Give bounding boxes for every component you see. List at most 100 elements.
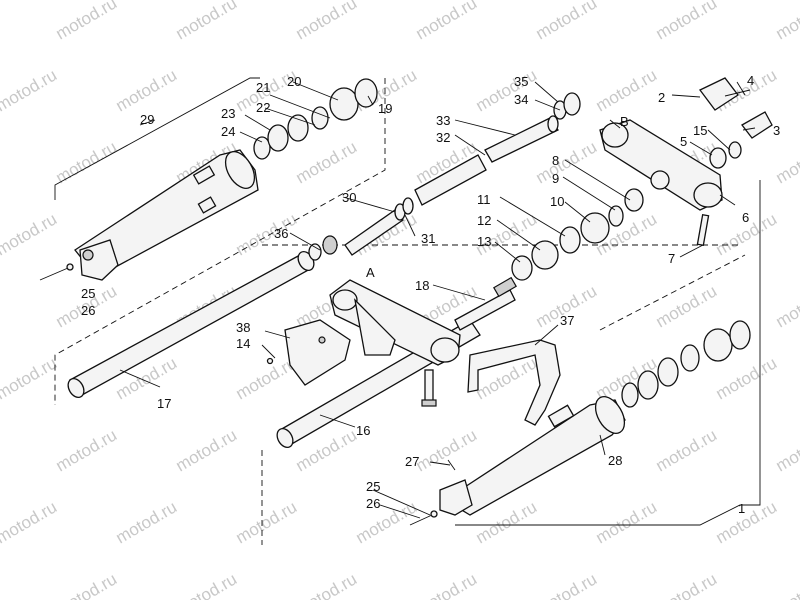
label-4: 4	[747, 73, 754, 88]
bearing-stack	[511, 188, 644, 281]
assembly-outlines	[54, 78, 746, 545]
part-labels: 1 2 3 4 5 6 7 8 9 10 11 12 13 14 15 16 1…	[81, 73, 780, 516]
label-12: 12	[477, 213, 491, 228]
label-A: A	[366, 265, 375, 280]
watermark-text: motod.ru	[0, 65, 60, 115]
label-24: 24	[221, 124, 235, 139]
right-seal-stack	[621, 320, 751, 408]
upper-crown-b	[599, 119, 723, 211]
watermark-text: motod.ru	[413, 425, 481, 475]
leader-lines	[119, 81, 756, 519]
watermark-text: motod.ru	[293, 0, 361, 43]
watermark-text: motod.ru	[413, 0, 481, 43]
label-15: 15	[693, 123, 707, 138]
top-nut	[553, 92, 581, 120]
bracket-lines	[54, 77, 761, 526]
watermark-text: motod.ru	[773, 281, 800, 331]
label-31: 31	[421, 231, 435, 246]
left-seal-stack	[253, 78, 378, 160]
watermark-text: motod.ru	[53, 0, 121, 43]
label-23: 23	[221, 106, 235, 121]
watermark-text: motod.ru	[593, 65, 661, 115]
bolt-lower	[421, 369, 437, 407]
label-28: 28	[608, 453, 622, 468]
label-26-right: 26	[366, 496, 380, 511]
label-6: 6	[742, 210, 749, 225]
watermark-text: motod.ru	[353, 497, 421, 547]
bracket-37	[467, 339, 561, 426]
label-20: 20	[287, 74, 301, 89]
small-fasteners	[39, 263, 456, 526]
watermark-text: motod.ru	[0, 209, 60, 259]
watermark-text: motod.ru	[0, 353, 60, 403]
label-22: 22	[256, 100, 270, 115]
label-19: 19	[378, 101, 392, 116]
label-25-left: 25	[81, 286, 95, 301]
watermark-text: motod.ru	[653, 281, 721, 331]
watermark-text: motod.ru	[773, 425, 800, 475]
label-5: 5	[680, 134, 687, 149]
label-35: 35	[514, 74, 528, 89]
watermark-text: motod.ru	[593, 497, 661, 547]
label-37: 37	[560, 313, 574, 328]
watermark-text: motod.ru	[173, 0, 241, 43]
watermark-text: motod.ru	[773, 0, 800, 43]
label-8: 8	[552, 153, 559, 168]
watermark-text: motod.ru	[413, 569, 481, 600]
label-3: 3	[773, 123, 780, 138]
damper-rod	[308, 115, 559, 261]
watermark-text: motod.ru	[173, 425, 241, 475]
watermark-text: motod.ru	[293, 569, 361, 600]
label-38: 38	[236, 320, 250, 335]
watermark-text: motod.ru	[53, 425, 121, 475]
watermark-text: motod.ru	[773, 137, 800, 187]
label-27: 27	[405, 454, 419, 469]
bracket-38	[284, 319, 351, 386]
watermark-text: motod.ru	[113, 497, 181, 547]
label-7: 7	[668, 251, 675, 266]
label-30: 30	[342, 190, 356, 205]
label-14: 14	[236, 336, 250, 351]
label-34: 34	[514, 92, 528, 107]
watermark-text: motod.ru	[233, 209, 301, 259]
watermark-text: motod.ru	[773, 569, 800, 600]
label-21: 21	[256, 80, 270, 95]
label-32: 32	[436, 130, 450, 145]
label-B: B	[620, 114, 629, 129]
watermark-text: motod.ru	[293, 137, 361, 187]
label-2: 2	[658, 90, 665, 105]
watermark-text: motod.ru	[473, 65, 541, 115]
label-16: 16	[356, 423, 370, 438]
watermark-text: motod.ru	[533, 137, 601, 187]
label-17: 17	[157, 396, 171, 411]
watermark-text: motod.ru	[53, 569, 121, 600]
label-25-right: 25	[366, 479, 380, 494]
watermark-text: motod.ru	[53, 137, 121, 187]
lower-crown-a	[329, 276, 517, 366]
label-33: 33	[436, 113, 450, 128]
label-10: 10	[550, 194, 564, 209]
label-18: 18	[415, 278, 429, 293]
watermark-text: motod.ru	[653, 0, 721, 43]
watermark-text: motod.ru	[0, 497, 60, 547]
fork-leg-left	[74, 149, 259, 281]
clamp-parts	[696, 77, 773, 247]
label-1: 1	[738, 501, 745, 516]
label-36: 36	[274, 226, 288, 241]
watermark-text: motod.ru	[113, 65, 181, 115]
label-9: 9	[552, 171, 559, 186]
watermark-text: motod.ru	[653, 569, 721, 600]
watermark-text: motod.ru	[233, 497, 301, 547]
label-13: 13	[477, 234, 491, 249]
label-29: 29	[140, 112, 154, 127]
label-26-left: 26	[81, 303, 95, 318]
watermark-text: motod.ru	[713, 353, 781, 403]
watermark-text: motod.ru	[653, 425, 721, 475]
label-11: 11	[477, 192, 491, 207]
watermark-text: motod.ru	[533, 0, 601, 43]
watermark-text: motod.ru	[173, 569, 241, 600]
watermark-text: motod.ru	[533, 569, 601, 600]
fork-leg-right	[439, 396, 626, 516]
